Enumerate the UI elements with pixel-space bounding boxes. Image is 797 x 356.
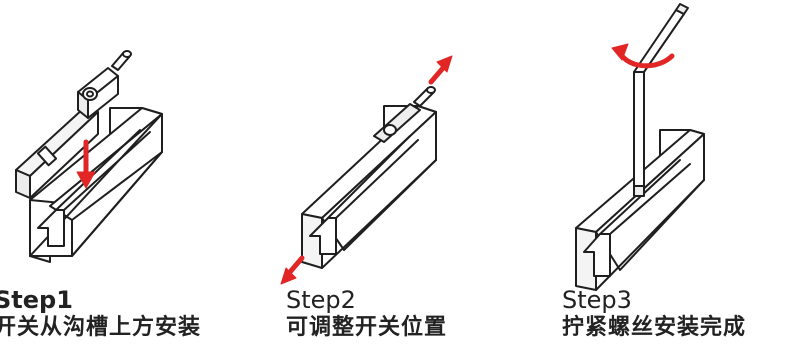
step1-switch: [15, 50, 132, 199]
hex-key-icon: [633, 3, 689, 197]
step2-description: 可调整开关位置: [286, 314, 448, 340]
step1-label: Step1: [0, 286, 73, 314]
step1-caption: Step1 开关从沟槽上方安装: [0, 286, 202, 340]
step2-label: Step2: [286, 286, 356, 314]
step1-rail: [29, 107, 163, 263]
step3-illustration: [575, 3, 705, 291]
rotate-arrow-icon: [611, 43, 675, 69]
arrow-diagonal-icon: [280, 55, 453, 285]
step1-illustration: [15, 50, 163, 263]
step2-illustration: [301, 86, 437, 269]
step3-caption: Step3 拧紧螺丝安装完成: [562, 286, 747, 340]
step2-caption: Step2 可调整开关位置: [286, 286, 448, 340]
step1-description: 开关从沟槽上方安装: [0, 314, 202, 340]
arrow-down-icon: [76, 139, 96, 189]
step3-label: Step3: [562, 286, 632, 314]
step3-description: 拧紧螺丝安装完成: [562, 314, 747, 340]
